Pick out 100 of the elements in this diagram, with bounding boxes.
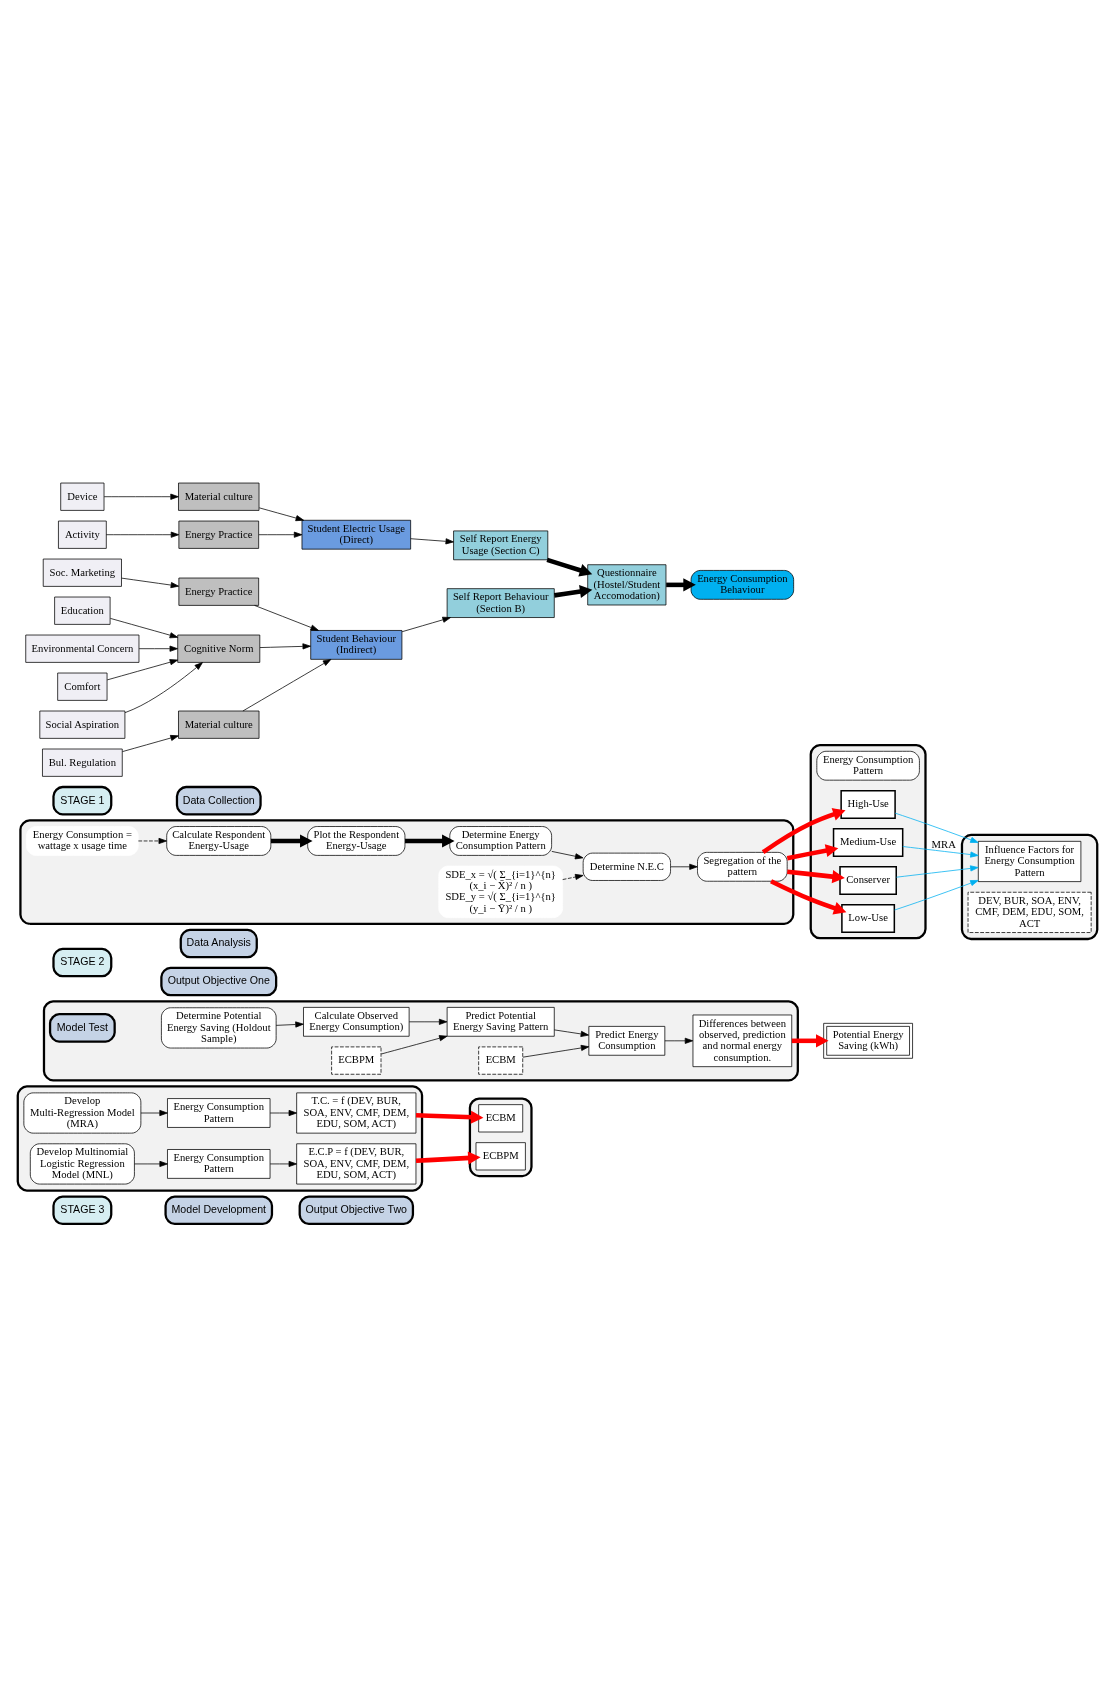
node-box: Material culture [178, 710, 260, 739]
node-box: Student Electric Usage (Direct) [301, 519, 412, 550]
arrow [522, 1044, 590, 1058]
node-box: Energy Consumption Behaviour [690, 569, 794, 600]
node-box: STAGE 3 [52, 1194, 113, 1225]
arrow [122, 734, 179, 752]
node-box: ECBPM [331, 1046, 382, 1075]
node-box: Develop Multi-Regression Model (MRA) [23, 1092, 142, 1134]
node-box: Self Report Energy Usage (Section C) [453, 530, 549, 560]
node-box: Determine N.E.C [582, 852, 671, 881]
cluster [809, 743, 927, 939]
node-box: Data Collection [175, 785, 262, 815]
node-box: Environmental Concern [25, 634, 140, 663]
arrow [258, 531, 303, 538]
arrow [551, 850, 584, 859]
node-box: Medium-Use [832, 827, 904, 857]
arrow [275, 1020, 304, 1028]
arrow [106, 658, 179, 680]
node-box: Calculate Observed Energy Consumption) [303, 1006, 410, 1037]
arrow [553, 1029, 589, 1037]
arrow [380, 1034, 448, 1054]
node-box: Influence Factors for Energy Consumption Pattern [977, 840, 1082, 882]
node-box: ECBM [478, 1046, 524, 1075]
node-box: Develop Multinomial Logistic Regression Model (MNL) [29, 1142, 135, 1184]
node-box: Energy Practice [178, 520, 260, 549]
node-box: Predict Energy Consumption [588, 1025, 666, 1056]
arrow [902, 845, 979, 858]
node-box: Comfort [57, 672, 108, 701]
node-box: Student Behaviour (Indirect) [310, 629, 403, 660]
node-box: Model Test [48, 1012, 116, 1043]
arrow [408, 1018, 448, 1025]
cluster [42, 999, 799, 1081]
arrow [546, 557, 593, 577]
node-box: Soc. Marketing [42, 558, 122, 587]
node-box: Material culture [178, 482, 260, 511]
arrow [666, 577, 696, 591]
arrow [415, 1110, 484, 1124]
node-box: Plot the Respondent Energy-Usage [307, 825, 406, 856]
node-box: E.C.P = f (DEV, BUR, SOA, ENV, CMF, DEM, EDU, SOM, ACT) [296, 1142, 417, 1184]
node-box: STAGE 1 [52, 785, 113, 815]
arrow [562, 873, 584, 880]
node-box: DEV, BUR, SOA, ENV, CMF, DEM, EDU, SOM, ACT [967, 891, 1092, 933]
node-box: STAGE 2 [52, 947, 113, 977]
node-box: Cognitive Norm [177, 634, 261, 663]
node-box: Energy Practice [178, 577, 260, 606]
arrow [894, 879, 979, 910]
node-box: High-Use [840, 789, 896, 819]
node-box: Self Report Behaviour (Section B) [446, 587, 555, 618]
arrow [269, 1109, 297, 1116]
arrow [105, 531, 180, 538]
arrow [258, 506, 304, 521]
arrow [140, 1109, 168, 1116]
arrow [138, 837, 167, 844]
node-box: SDE_x = √( Σ_{i=1}^{n} (x_i − X̄)² / n ) SDE_y = √( Σ_{i=1}^{n} (y_i − Ȳ)² / n ) [438, 865, 563, 918]
node-box: ECBPM [475, 1141, 526, 1170]
arrow [242, 658, 332, 711]
node-box: T.C. = f (DEV, BUR, SOA, ENV, CMF, DEM, EDU, SOM, ACT) [296, 1092, 417, 1134]
node-box: Output Objective Two [298, 1194, 415, 1225]
node-box: Energy Consumption Pattern [167, 1148, 271, 1179]
node-box: Low-Use [841, 903, 896, 933]
node-box: Differences between observed, prediction and normal energy consumption. [692, 1014, 793, 1067]
arrow [770, 878, 847, 914]
arrow [791, 1033, 829, 1047]
node-box: Energy Consumption Pattern [816, 750, 920, 781]
arrow [415, 1150, 481, 1165]
node-box: Questionnaire (Hostel/Student Accomodation) [587, 563, 667, 605]
cluster [19, 818, 795, 925]
arrow [138, 645, 178, 652]
node-box: Determine Energy Consumption Pattern [449, 825, 552, 856]
arrow [894, 812, 979, 843]
node-box: Education [54, 596, 111, 625]
node-box: Calculate Respondent Energy-Usage [166, 825, 272, 856]
node-box: Bul. Regulation [42, 748, 123, 777]
arrow [786, 843, 839, 860]
arrow [269, 1160, 297, 1167]
node-box: Activity [58, 520, 107, 549]
node-box: Predict Potential Energy Saving Pattern [446, 1006, 555, 1037]
arrow [670, 863, 698, 870]
node-box: Determine Potential Energy Saving (Holdout Sample) [161, 1006, 277, 1048]
arrow [103, 493, 179, 500]
cluster [16, 1084, 424, 1192]
edge-label: MRA [931, 838, 956, 850]
arrow [761, 807, 846, 854]
node-box: Data Analysis [179, 928, 258, 958]
node-box: Segregation of the pattern [697, 851, 788, 882]
arrow [401, 616, 451, 632]
arrow [124, 661, 203, 713]
arrow [896, 864, 979, 878]
arrow [554, 584, 593, 598]
arrow [110, 617, 179, 638]
arrow [270, 833, 313, 848]
arrow [787, 868, 845, 883]
arrow [254, 604, 319, 631]
node-box: Device [60, 482, 105, 511]
node-box: Energy Consumption = wattage x usage time [26, 825, 139, 856]
arrow [664, 1037, 694, 1044]
arrow [134, 1160, 168, 1167]
node-box: ECBM [478, 1103, 524, 1132]
arrow [121, 577, 179, 588]
node-box: Social Aspiration [39, 710, 126, 739]
